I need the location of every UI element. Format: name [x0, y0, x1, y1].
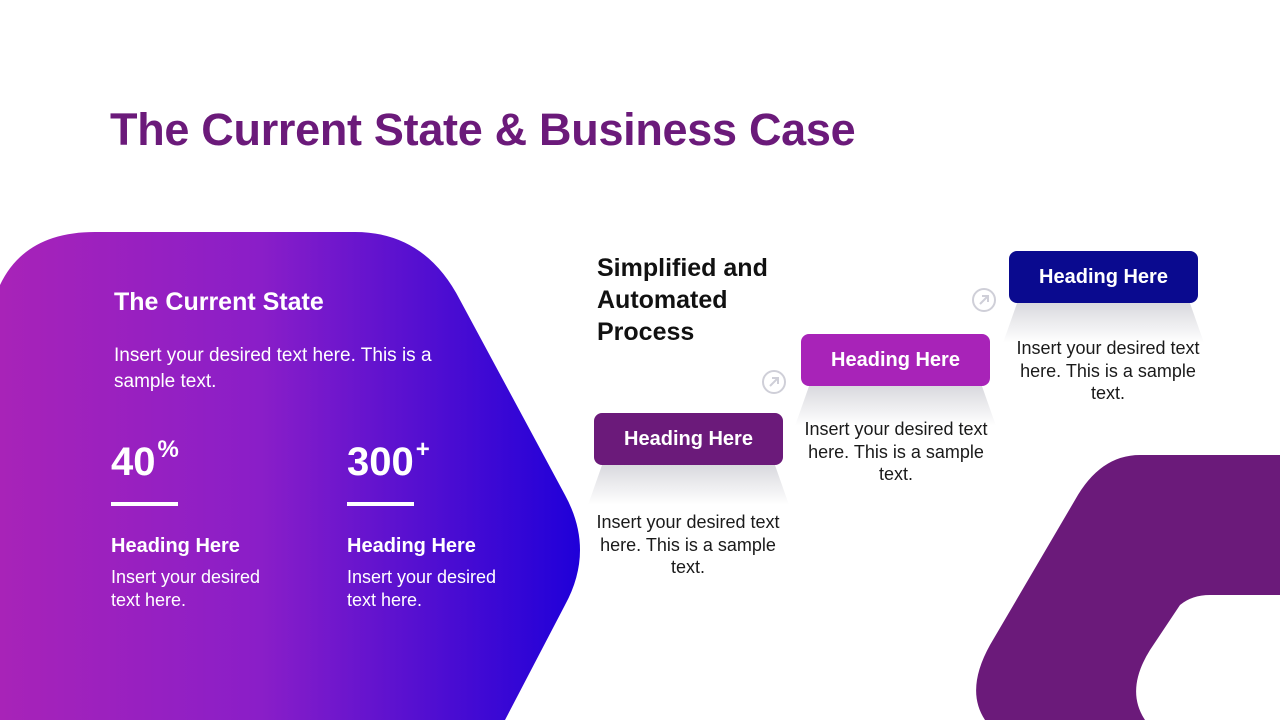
step-heading: Heading Here — [1039, 265, 1168, 288]
step-text: Insert your desired text here. This is a… — [1016, 338, 1200, 403]
stat-heading: Heading Here — [111, 535, 240, 557]
step-text: Insert your desired text here. This is a… — [596, 512, 780, 577]
step-heading: Heading Here — [831, 348, 960, 371]
stat-text: Insert your desired text here. — [111, 567, 261, 610]
process-title: Simplified and Automated Process — [597, 254, 768, 346]
step-text: Insert your desired text here. This is a… — [804, 419, 988, 484]
stat-value: 40 — [111, 440, 156, 484]
step-shadow — [795, 386, 996, 426]
stat-divider — [111, 502, 178, 506]
arrow-up-right-icon — [762, 370, 786, 394]
slide-title: The Current State & Business Case — [110, 104, 856, 155]
stat-card: 300+ Heading Here Insert your desired te… — [347, 436, 527, 612]
stat-value-row: 300+ — [347, 436, 527, 484]
current-state-panel — [0, 232, 580, 720]
stat-suffix: % — [157, 436, 179, 463]
step-heading-box: Heading Here — [801, 334, 990, 386]
step-shadow — [1003, 303, 1204, 343]
step-heading-box: Heading Here — [594, 413, 783, 465]
current-state-title: The Current State — [114, 288, 324, 316]
process-step: Heading Here — [795, 334, 996, 426]
stat-text: Insert your desired text here. — [347, 567, 497, 610]
current-state-text: Insert your desired text here. This is a… — [114, 345, 432, 392]
process-step: Heading Here — [588, 413, 789, 505]
step-heading: Heading Here — [624, 427, 753, 450]
stat-suffix: + — [415, 436, 430, 463]
stat-card: 40% Heading Here Insert your desired tex… — [111, 436, 291, 612]
step-heading-box: Heading Here — [1009, 251, 1198, 303]
stat-value-row: 40% — [111, 436, 291, 484]
process-step: Heading Here — [1003, 251, 1204, 343]
step-shadow — [588, 465, 789, 505]
corner-accent-shape — [976, 455, 1280, 720]
stat-heading: Heading Here — [347, 535, 476, 557]
arrow-up-right-icon — [972, 288, 996, 312]
stat-divider — [347, 502, 414, 506]
stat-value: 300 — [347, 440, 414, 484]
